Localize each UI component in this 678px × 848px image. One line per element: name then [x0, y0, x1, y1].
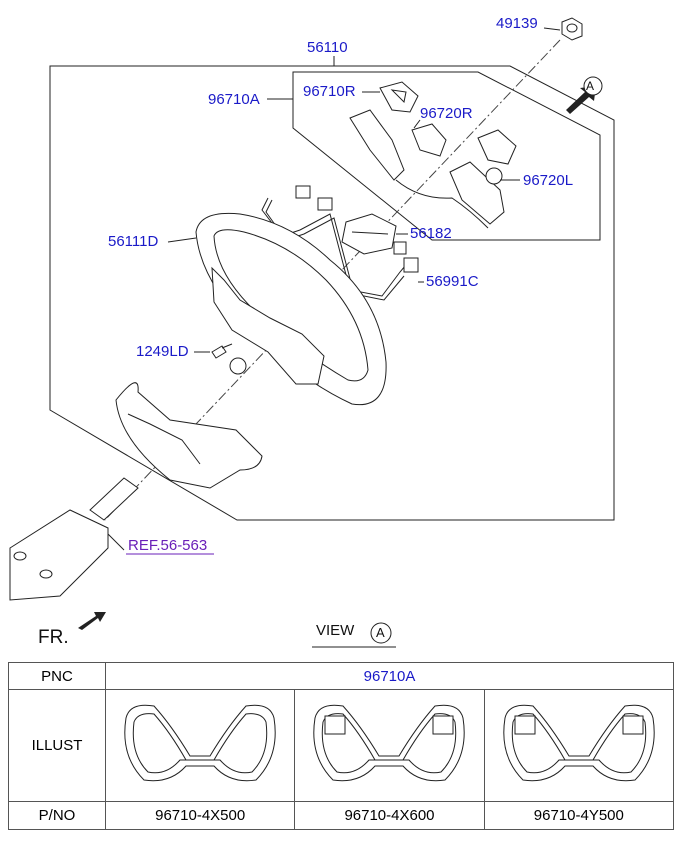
pnc-value: 96710A: [105, 662, 674, 690]
assembly-boundary: [49, 65, 615, 521]
view-marker-circle: [370, 622, 392, 644]
callout-96720r: 96720R: [420, 105, 473, 122]
front-arrow-icon: [78, 612, 106, 630]
pnc-header: PNC: [8, 662, 106, 690]
pno-value-2: 96710-4X600: [294, 801, 485, 830]
callout-56991c: 56991C: [426, 273, 479, 290]
switch-variant-3-illustration: [503, 704, 655, 781]
illust-cell-3: [483, 689, 675, 802]
callout-96710r: 96710R: [303, 83, 356, 100]
switch-r-part: [379, 81, 419, 113]
bolt-icon: [211, 343, 233, 359]
callout-96720l: 96720L: [523, 172, 574, 189]
switch-group-boundary: [292, 71, 601, 241]
switch-l-part: [449, 129, 517, 225]
view-a-arrow-icon: [566, 76, 603, 114]
illust-header: ILLUST: [8, 689, 106, 802]
variant-table: PNC 96710A ILLUST: [8, 662, 675, 830]
illust-cell-2: [294, 689, 485, 802]
callout-49139: 49139: [496, 15, 538, 32]
extension-wire-part: [261, 185, 419, 301]
switch-variant-2-illustration: [313, 704, 466, 781]
bracket-part: [341, 213, 397, 255]
ref-link[interactable]: REF.56-563: [128, 537, 208, 554]
steering-column-part: [9, 477, 139, 601]
view-a-arrow-label: A: [586, 79, 595, 93]
callout-56111d: 56111D: [108, 233, 159, 250]
callout-56110: 56110: [307, 39, 348, 56]
switch-harness: [395, 179, 489, 229]
nut-icon: [561, 17, 583, 41]
pno-value-3: 96710-4Y500: [483, 801, 675, 830]
illust-cell-1: [104, 689, 296, 802]
view-marker: A: [376, 625, 385, 640]
view-label: VIEW: [316, 622, 355, 639]
exploded-parts-diagram: [9, 17, 615, 648]
callout-96710a: 96710A: [208, 91, 260, 108]
pno-header: P/NO: [8, 801, 106, 830]
column-cover-part: [115, 382, 263, 489]
steering-wheel-part: [195, 212, 387, 406]
front-label: FR.: [38, 627, 69, 648]
switch-variant-1-illustration: [124, 704, 276, 781]
callout-56182: 56182: [410, 225, 452, 242]
pno-value-1: 96710-4X500: [104, 801, 296, 830]
callout-1249ld: 1249LD: [136, 343, 189, 360]
leader-lines: [107, 27, 561, 555]
switch-cover-r-part: [349, 109, 447, 181]
